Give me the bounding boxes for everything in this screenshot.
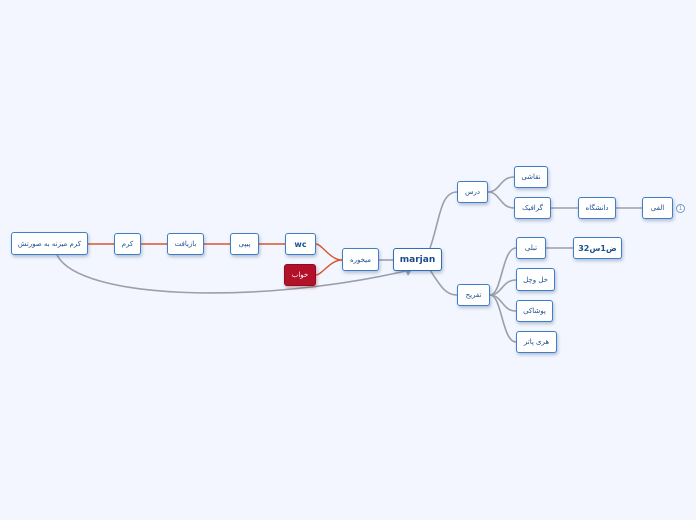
topic-tafrih-label: تفریح bbox=[465, 291, 482, 299]
right-branch-connectors bbox=[56, 176, 642, 343]
topic-pushaki[interactable]: پوشاکی bbox=[516, 300, 553, 322]
central-topic-label: marjan bbox=[399, 254, 436, 265]
connector-dars-naghashi bbox=[487, 176, 515, 193]
topic-tabli-label: تبلی bbox=[524, 244, 538, 252]
relationship-curve bbox=[56, 254, 411, 294]
topic-pipi-label: پیپی bbox=[238, 240, 251, 248]
topic-kerm-long[interactable]: کرم میزنه به صورتش bbox=[11, 232, 88, 255]
topic-harry-potter[interactable]: هری پاتر bbox=[516, 331, 557, 353]
topic-naghashi-label: نقاشی bbox=[521, 173, 541, 181]
collapsed-children-count: 1 bbox=[678, 205, 683, 212]
topic-harry-potter-label: هری پاتر bbox=[523, 338, 550, 346]
topic-kerm-label: کرم bbox=[121, 240, 134, 248]
central-topic-marjan[interactable]: marjan bbox=[393, 248, 442, 271]
topic-bazyaft[interactable]: بازیافت bbox=[167, 233, 204, 255]
topic-s32[interactable]: ض1س32 bbox=[573, 237, 622, 259]
topic-kerm[interactable]: کرم bbox=[114, 233, 141, 255]
topic-mikhore[interactable]: میخوره bbox=[342, 248, 379, 271]
topic-graphic-label: گرافیک bbox=[522, 204, 543, 212]
topic-khab-label: خواب bbox=[291, 271, 309, 279]
connector-mikhore-wc bbox=[315, 243, 343, 261]
connector-marjan-dars bbox=[429, 191, 458, 249]
topic-tabli[interactable]: تبلی bbox=[516, 237, 546, 259]
topic-alfi-label: الفی bbox=[650, 204, 665, 212]
connector-dars-graphic bbox=[487, 191, 515, 209]
topic-mikhore-label: میخوره bbox=[349, 255, 372, 264]
topic-pipi[interactable]: پیپی bbox=[230, 233, 259, 255]
collapsed-children-badge[interactable]: 1 bbox=[676, 204, 685, 213]
connector-tafrih-tabli bbox=[489, 247, 517, 296]
topic-alfi[interactable]: الفی bbox=[642, 197, 673, 219]
topic-graphic[interactable]: گرافیک bbox=[514, 197, 551, 219]
topic-kerm-long-label: کرم میزنه به صورتش bbox=[17, 239, 82, 248]
topic-wc-label: wc bbox=[294, 239, 307, 249]
topic-daneshgah-label: دانشگاه bbox=[585, 204, 609, 212]
topic-daneshgah[interactable]: دانشگاه bbox=[578, 197, 616, 219]
topic-s32-label: ض1س32 bbox=[578, 243, 617, 253]
topic-pushaki-label: پوشاکی bbox=[523, 307, 546, 315]
topic-naghashi[interactable]: نقاشی bbox=[514, 166, 548, 188]
connector-mikhore-khab bbox=[315, 259, 343, 276]
left-branch-connectors bbox=[88, 243, 343, 276]
topic-khab[interactable]: خواب bbox=[284, 264, 316, 286]
topic-khal-vatal-label: خل وچل bbox=[523, 275, 548, 284]
topic-khal-vatal[interactable]: خل وچل bbox=[516, 268, 555, 291]
connector-tafrih-harry bbox=[489, 294, 517, 343]
topic-bazyaft-label: بازیافت bbox=[174, 240, 197, 248]
topic-dars-label: درس bbox=[464, 188, 481, 196]
topic-wc[interactable]: wc bbox=[285, 233, 316, 255]
topic-dars[interactable]: درس bbox=[457, 181, 488, 203]
connector-marjan-tafrih bbox=[429, 269, 458, 296]
topic-tafrih[interactable]: تفریح bbox=[457, 284, 490, 306]
